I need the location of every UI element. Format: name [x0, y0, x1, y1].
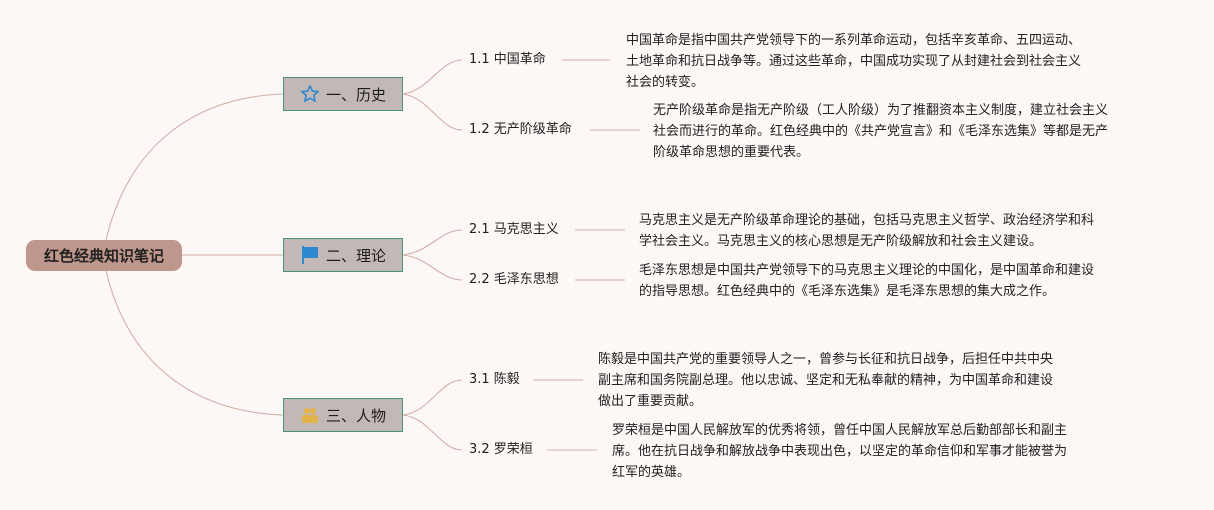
desc-line: 中国革命是指中国共产党领导下的一系列革命运动，包括辛亥革命、五四运动、 [626, 33, 1082, 48]
root-topic[interactable]: 红色经典知识笔记 [26, 240, 182, 271]
root-title: 红色经典知识笔记 [43, 247, 164, 265]
desc-line: 红军的英雄。 [612, 465, 691, 480]
branch-label: 一、历史 [325, 85, 386, 104]
leaf-mao-zedong-thought[interactable]: 2.2 毛泽东思想 [469, 272, 559, 287]
connector-branch1-leaf2 [402, 93, 463, 131]
leaf-proletarian-revolution[interactable]: 1.2 无产阶级革命 [469, 122, 572, 137]
connector-branch3-leaf1 [402, 379, 463, 416]
desc-line: 做出了重要贡献。 [598, 394, 703, 409]
leaf-luo-ronghuan[interactable]: 3.2 罗荣桓 [469, 442, 533, 457]
desc-line: 陈毅是中国共产党的重要领导人之一，曾参与长征和抗日战争，后担任中共中央 [598, 352, 1054, 367]
desc-line: 无产阶级革命是指无产阶级（工人阶级）为了推翻资本主义制度，建立社会主义 [653, 103, 1109, 118]
desc-line: 学社会主义。马克思主义的核心思想是无产阶级解放和社会主义建设。 [639, 234, 1043, 249]
desc-line: 的指导思想。红色经典中的《毛泽东选集》是毛泽东思想的集大成之作。 [639, 284, 1056, 299]
star-icon [300, 84, 320, 104]
desc-line: 阶级革命思想的重要代表。 [653, 145, 810, 160]
desc-line: 土地革命和抗日战争等。通过这些革命，中国成功实现了从封建社会到社会主义 [626, 54, 1082, 69]
desc-luo-ronghuan: 罗荣桓是中国人民解放军的优秀将领，曾任中国人民解放军总后勤部部长和副主 席。他在… [612, 420, 1067, 483]
desc-marxism: 马克思主义是无产阶级革命理论的基础，包括马克思主义哲学、政治经济学和科 学社会主… [639, 210, 1094, 252]
desc-line: 社会而进行的革命。红色经典中的《共产党宣言》和《毛泽东选集》等都是无产 [653, 124, 1109, 139]
desc-line: 罗荣桓是中国人民解放军的优秀将领，曾任中国人民解放军总后勤部部长和副主 [612, 423, 1068, 438]
branch-label: 二、理论 [325, 246, 386, 265]
desc-proletarian-revolution: 无产阶级革命是指无产阶级（工人阶级）为了推翻资本主义制度，建立社会主义 社会而进… [653, 100, 1108, 163]
desc-line: 马克思主义是无产阶级革命理论的基础，包括马克思主义哲学、政治经济学和科 [639, 213, 1095, 228]
people-icon [300, 405, 320, 425]
leaf-marxism[interactable]: 2.1 马克思主义 [469, 222, 559, 237]
desc-line: 副主席和国务院副总理。他以忠诚、坚定和无私奉献的精神，为中国革命和建设 [598, 373, 1054, 388]
desc-line: 社会的转变。 [626, 75, 705, 90]
desc-chen-yi: 陈毅是中国共产党的重要领导人之一，曾参与长征和抗日战争，后担任中共中央 副主席和… [598, 349, 1053, 412]
connector-root-branch-1 [105, 93, 284, 241]
branch-theory[interactable]: 二、理论 [283, 238, 403, 272]
leaf-chinese-revolution[interactable]: 1.1 中国革命 [469, 52, 546, 67]
connector-branch2-leaf1 [402, 229, 463, 256]
flag-icon [300, 245, 320, 265]
desc-line: 席。他在抗日战争和解放战争中表现出色，以坚定的革命信仰和军事才能被誉为 [612, 444, 1068, 459]
branch-label: 三、人物 [325, 406, 386, 425]
connector-branch3-leaf2 [402, 414, 463, 451]
desc-line: 毛泽东思想是中国共产党领导下的马克思主义理论的中国化，是中国革命和建设 [639, 263, 1095, 278]
leaf-chen-yi[interactable]: 3.1 陈毅 [469, 372, 520, 387]
branch-history[interactable]: 一、历史 [283, 77, 403, 111]
connector-root-branch-3 [105, 270, 284, 416]
desc-mao-zedong-thought: 毛泽东思想是中国共产党领导下的马克思主义理论的中国化，是中国革命和建设 的指导思… [639, 260, 1094, 302]
desc-chinese-revolution: 中国革命是指中国共产党领导下的一系列革命运动，包括辛亥革命、五四运动、 土地革命… [626, 30, 1081, 93]
connector-branch2-leaf2 [402, 254, 463, 281]
connector-branch1-leaf1 [402, 59, 463, 95]
branch-people[interactable]: 三、人物 [283, 398, 403, 432]
